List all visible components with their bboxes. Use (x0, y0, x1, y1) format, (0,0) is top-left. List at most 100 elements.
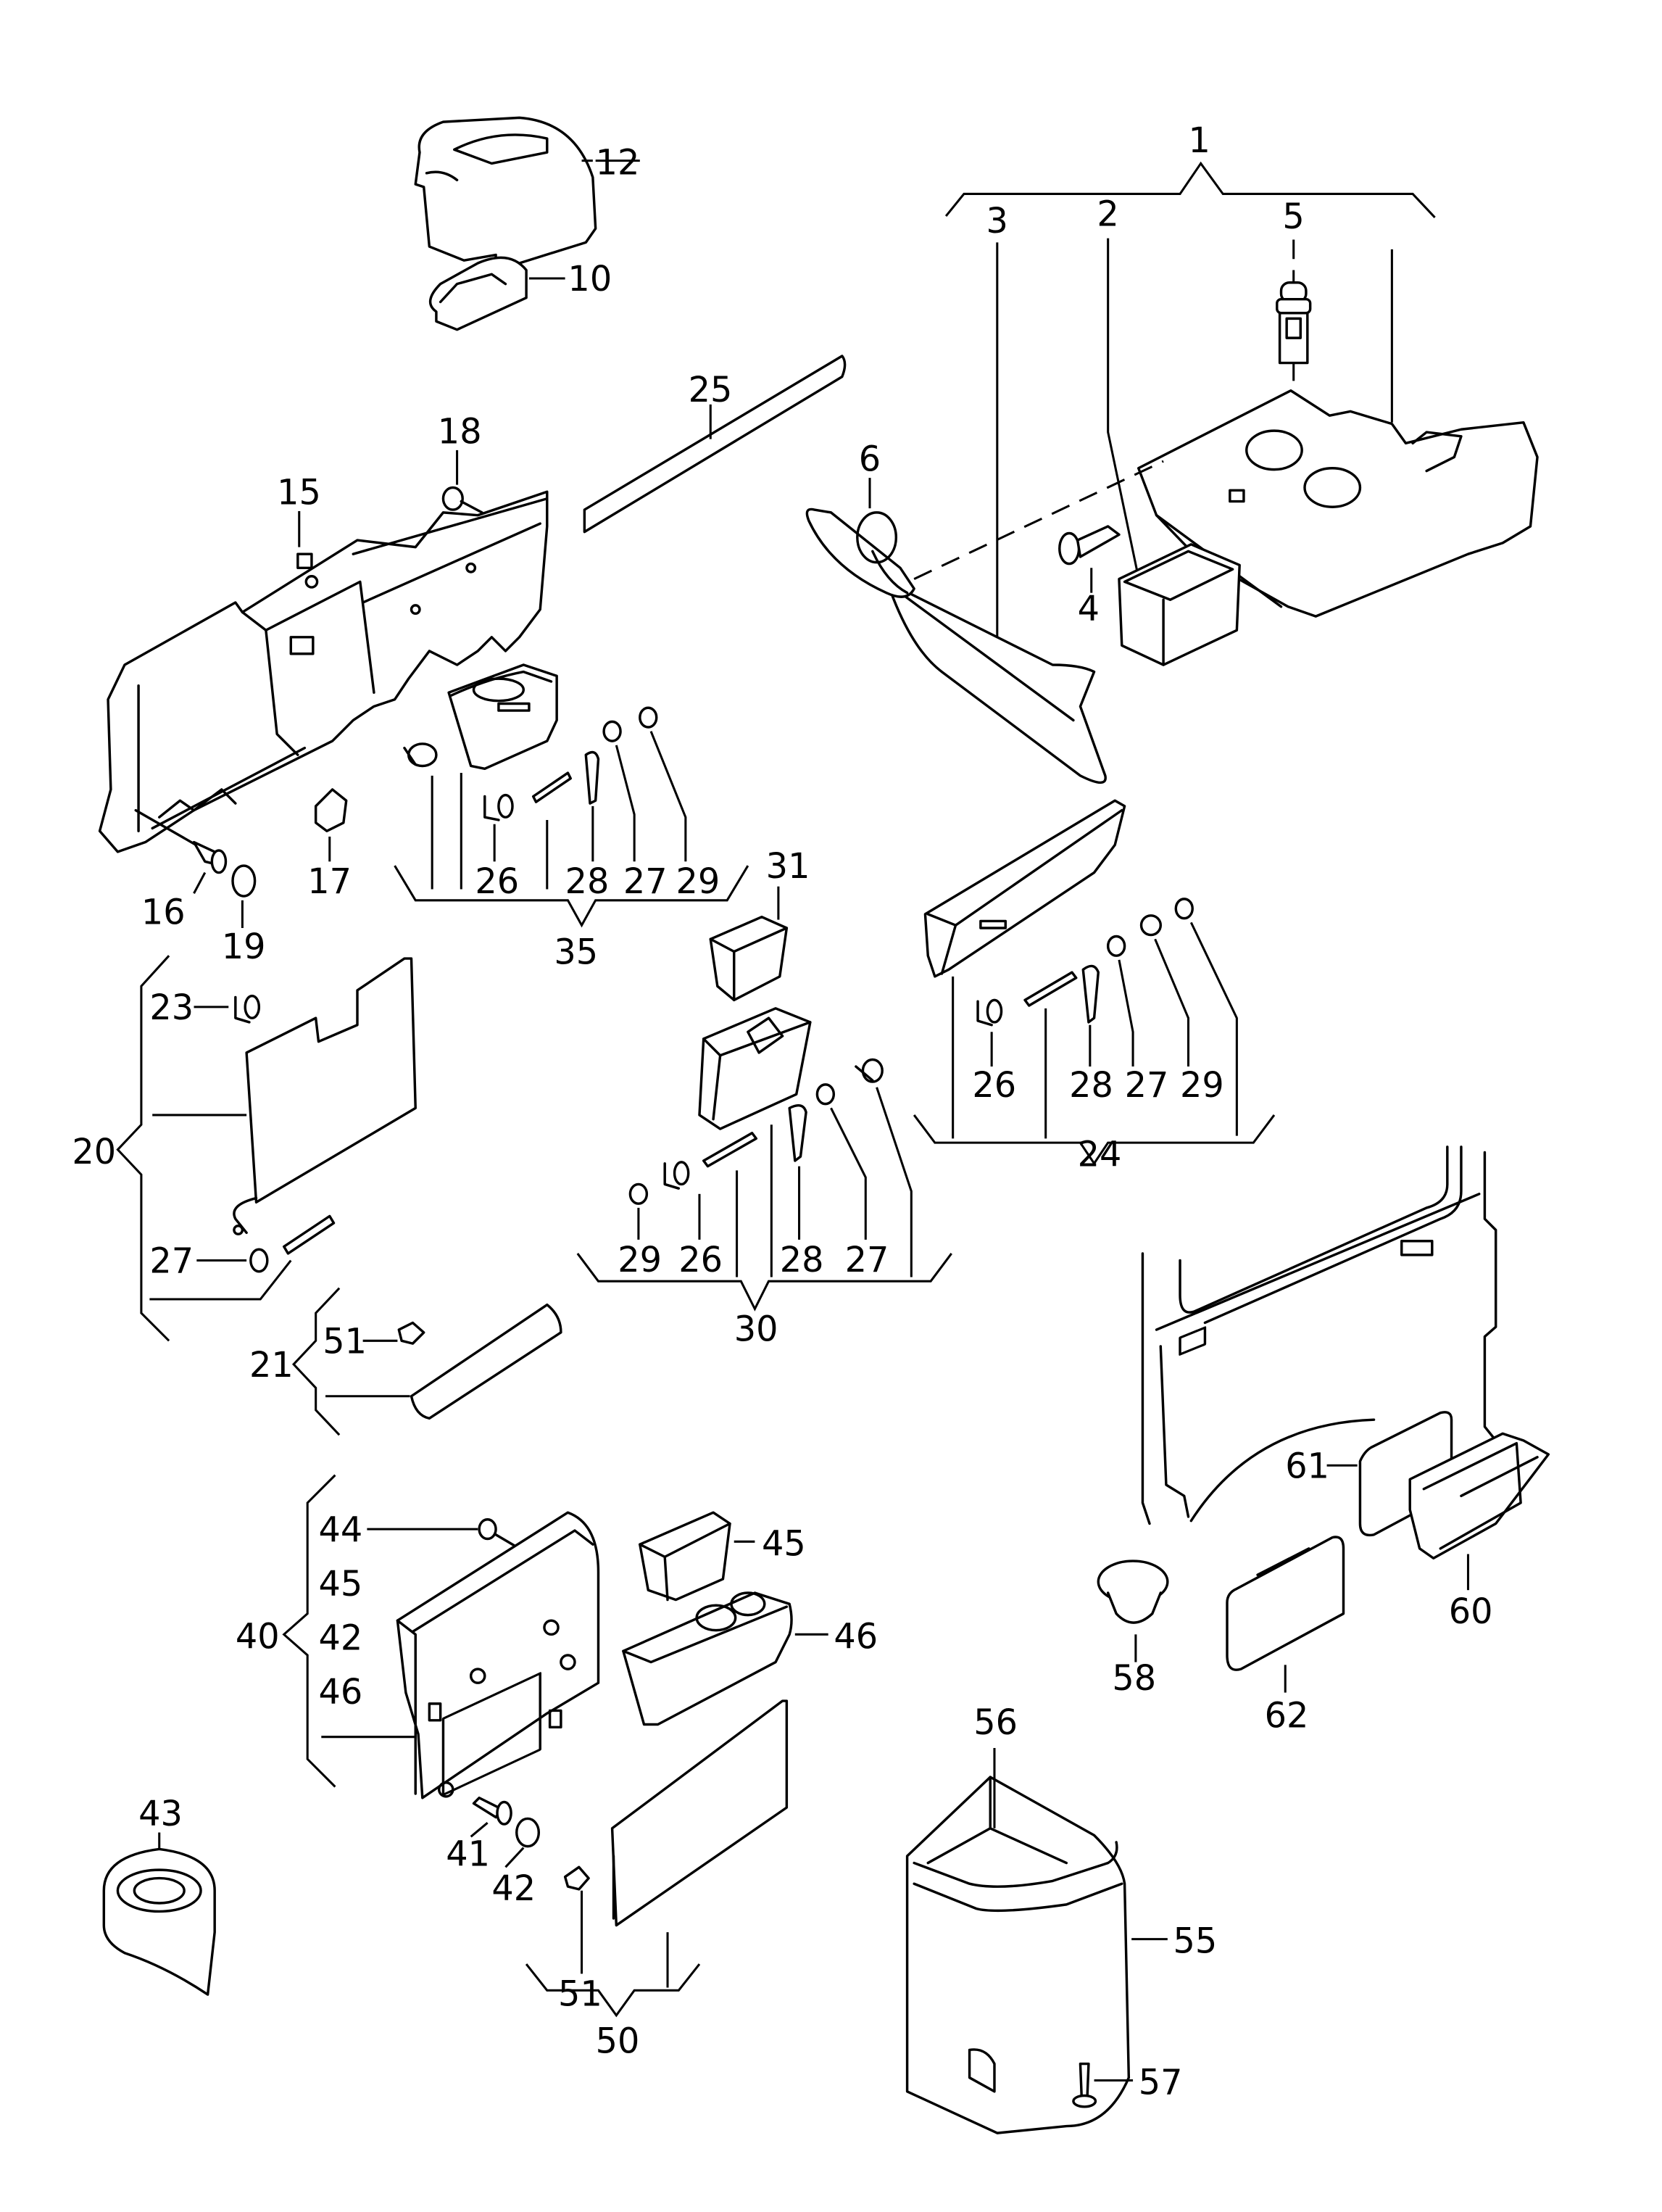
part-42-cap[interactable] (515, 1817, 541, 1848)
callout-30: 30 (734, 1309, 778, 1349)
part-27-bushing-d[interactable] (249, 1248, 269, 1273)
part-12-cover[interactable] (414, 116, 597, 269)
door-panel (1141, 1146, 1497, 1525)
callout-20: 20 (72, 1132, 116, 1172)
callout-46-a: 46 (318, 1673, 362, 1712)
callout-43: 43 (138, 1794, 183, 1834)
callout-40: 40 (236, 1617, 280, 1657)
callout-12: 12 (596, 144, 640, 183)
part-50-cover[interactable] (610, 1699, 789, 1927)
part-28-lever-b[interactable] (788, 1103, 807, 1162)
part-10-insert[interactable] (429, 256, 528, 331)
part-57-screw[interactable] (1072, 2062, 1097, 2108)
part-29-nut-b[interactable] (628, 1182, 649, 1205)
part-5-lighter[interactable] (1276, 281, 1312, 365)
part-25-trim-strip[interactable] (583, 355, 847, 534)
callout-28-a: 28 (565, 862, 610, 902)
callout-17: 17 (307, 862, 352, 902)
part-20-pin[interactable] (283, 1214, 336, 1255)
part-27-bushing-b[interactable] (815, 1083, 836, 1106)
callout-5: 5 (1282, 197, 1304, 237)
part-18-clip[interactable] (441, 486, 483, 514)
part-51-clip-b[interactable] (563, 1865, 590, 1891)
part-58-knob[interactable] (1097, 1559, 1169, 1624)
callout-3: 3 (986, 202, 1008, 241)
callout-41: 41 (446, 1834, 490, 1874)
callout-27-b: 27 (845, 1240, 889, 1280)
part-2-insert-box[interactable] (1118, 543, 1241, 666)
part-35-hinge-cap[interactable] (403, 742, 438, 768)
part-26-spring-c[interactable] (976, 998, 1003, 1027)
part-4-screw[interactable] (1058, 525, 1121, 566)
part-23-spring[interactable] (234, 994, 261, 1024)
part-41-screw[interactable] (472, 1797, 512, 1826)
callout-15: 15 (277, 473, 321, 513)
part-29-nut-c[interactable] (1139, 914, 1162, 937)
part-35-ashtray[interactable] (447, 663, 558, 771)
callout-1: 1 (1188, 121, 1210, 161)
part-28-lever-a[interactable] (584, 750, 600, 805)
part-20-flap[interactable] (233, 957, 417, 1235)
part-27-bushing-a[interactable] (602, 720, 622, 742)
part-27-bushing-c[interactable] (1106, 935, 1126, 957)
part-15-dash-carrier[interactable] (98, 490, 549, 853)
callout-10: 10 (568, 260, 612, 299)
part-60-ashtray[interactable] (1408, 1432, 1550, 1559)
part-16-screw[interactable] (134, 808, 228, 874)
part-1-glovebox-housing[interactable] (1137, 389, 1539, 618)
part-24-cap[interactable] (1174, 898, 1194, 920)
part-27-clip-c[interactable] (855, 1058, 884, 1083)
part-45-box[interactable] (639, 1511, 731, 1602)
callout-16: 16 (141, 892, 186, 932)
callout-26-b: 26 (678, 1240, 723, 1280)
callout-4: 4 (1078, 589, 1100, 629)
part-19-cap[interactable] (231, 864, 257, 898)
callout-21: 21 (249, 1346, 294, 1385)
part-43-tape-roll[interactable] (102, 1847, 216, 1996)
callout-19: 19 (222, 927, 266, 967)
callout-25: 25 (689, 370, 733, 410)
part-31-insert[interactable] (709, 916, 789, 1002)
callout-45-b: 45 (762, 1524, 806, 1564)
part-28-pin-b[interactable] (702, 1132, 758, 1168)
part-28-pin-a[interactable] (531, 771, 572, 803)
callout-29-a: 29 (676, 862, 720, 902)
part-46-cupholder[interactable] (622, 1591, 793, 1726)
callout-27-c: 27 (1125, 1066, 1169, 1106)
part-6-vent[interactable] (805, 508, 915, 598)
callout-6: 6 (859, 440, 881, 480)
callout-45-a: 45 (318, 1565, 362, 1604)
callout-42-a: 42 (318, 1618, 362, 1658)
callout-27-a: 27 (623, 862, 668, 902)
part-40-panel[interactable] (396, 1511, 600, 1799)
callout-31: 31 (766, 847, 810, 887)
callout-24: 24 (1078, 1135, 1122, 1175)
part-28-lever-c[interactable] (1081, 964, 1100, 1024)
part-17-switch[interactable] (314, 788, 348, 832)
callout-28-c: 28 (1069, 1066, 1113, 1106)
callout-35: 35 (554, 933, 598, 973)
callout-2: 2 (1097, 194, 1118, 234)
callout-50: 50 (596, 2021, 640, 2061)
part-28-pin-c[interactable] (1023, 971, 1078, 1007)
part-26-spring-a[interactable] (483, 793, 514, 821)
callout-51-b: 51 (558, 1974, 602, 2014)
part-51-clip-a[interactable] (397, 1321, 425, 1345)
part-26-spring-b[interactable] (663, 1161, 690, 1190)
part-29-nut-a[interactable] (639, 706, 658, 729)
part-24-glovebox-tray[interactable] (923, 799, 1126, 978)
part-30-ashtray[interactable] (698, 1007, 812, 1130)
callout-29-b: 29 (618, 1240, 662, 1280)
callout-26-c: 26 (972, 1066, 1016, 1106)
part-21-handle[interactable] (410, 1303, 562, 1420)
callout-51-a: 51 (323, 1322, 367, 1362)
part-44-clip[interactable] (478, 1518, 521, 1550)
callout-28-b: 28 (780, 1240, 824, 1280)
callout-60: 60 (1449, 1592, 1493, 1632)
callout-55: 55 (1173, 1922, 1217, 1962)
callout-46-b: 46 (834, 1617, 878, 1657)
callout-26-a: 26 (475, 862, 519, 902)
callout-61: 61 (1285, 1446, 1329, 1486)
part-62-plate[interactable] (1226, 1536, 1345, 1671)
